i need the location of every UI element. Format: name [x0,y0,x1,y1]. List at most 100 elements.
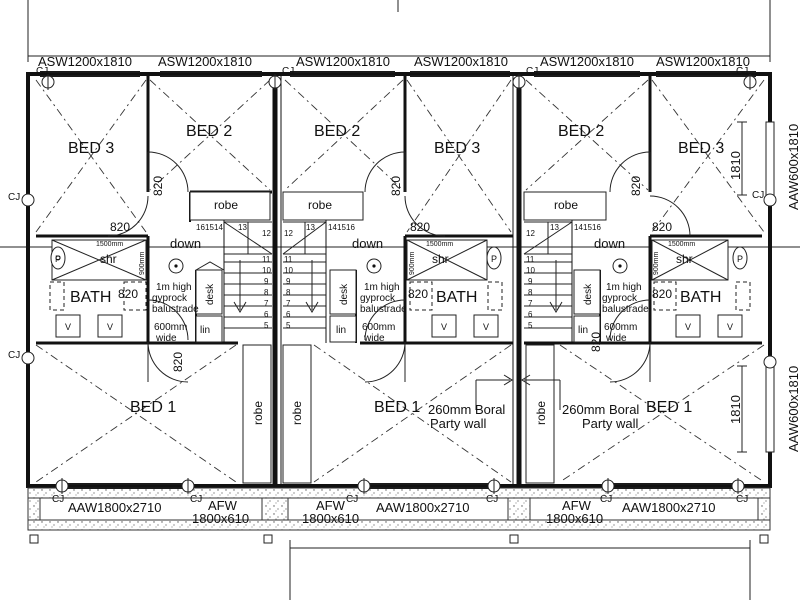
balustrade-note-line3: balustrade [152,304,199,315]
control-joint-icon [21,74,777,494]
front-slab [27,487,771,544]
cj-label: CJ [736,66,748,77]
label-robe: robe [554,198,578,212]
basin-icon: V [441,322,447,332]
ceiling-light-icon [612,258,628,274]
door-width-820: 820 [171,352,185,372]
stair-step-number: 15 [337,223,346,232]
label-robe: robe [534,401,548,425]
stair-middle [282,221,357,343]
window-label-afw-size: 1800x610 [302,511,359,526]
unit-middle [282,71,513,489]
room-label-bed1: BED 1 [374,399,420,416]
stair-step-number: 15 [583,223,592,232]
stair-step-number: 9 [286,277,291,286]
label-robe: robe [251,401,265,425]
basin-icon: V [727,322,733,332]
shower-size: 1500mm [426,241,453,248]
room-label-bed3: BED 3 [68,140,114,157]
door-width-820: 820 [589,332,603,352]
basin-icon: V [483,322,489,332]
cj-label: CJ [190,494,202,505]
party-wall-note-line2: Party wall [582,416,638,431]
room-label-bed2: BED 2 [186,123,232,140]
cj-label: CJ [36,66,48,77]
basin-labels: V V V V V V P P P [55,254,743,332]
desk-width-note-line2: wide [605,333,627,344]
cj-label: CJ [52,494,64,505]
stair-step-number: 6 [286,310,291,319]
label-robe: robe [214,198,238,212]
window-label-afw-size: 1800x610 [546,511,603,526]
label-lin: lin [578,325,588,336]
room-label-bath: BATH [680,289,721,306]
dimension-labels: 1810 1810 [728,151,743,424]
label-desk: desk [339,283,350,305]
window-label-aaw-front: AAW1800x2710 [68,500,161,515]
stair-step-number: 7 [528,299,533,308]
window-marks [290,71,510,489]
window-marks [534,71,756,489]
stair-step-number: 7 [264,299,269,308]
label-down: down [352,236,383,251]
room-label-bed2: BED 2 [314,123,360,140]
door-width-820: 820 [389,176,403,196]
stair-step-number: 8 [264,288,269,297]
cj-labels: CJ CJ CJ CJ CJ CJ CJ CJ CJ CJ CJ CJ CJ [8,66,764,505]
window-label-asw: ASW1200x1810 [414,54,508,69]
unit-left [35,71,273,489]
balustrade-note-line2: gyprock [360,293,396,304]
window-label-asw: ASW1200x1810 [656,54,750,69]
desk-width-note-line2: wide [363,333,385,344]
room-label-bath: BATH [70,289,111,306]
stair-step-number: 14 [328,223,337,232]
shower-size: 1500mm [96,241,123,248]
door-width-820: 820 [118,287,138,301]
label-lin: lin [336,325,346,336]
cj-label: CJ [736,494,748,505]
door-width-820: 820 [110,220,130,234]
room-label-bed1: BED 1 [646,399,692,416]
stair-step-number: 15 [205,223,214,232]
shower-size: 1500mm [668,241,695,248]
ceiling-light-icon [168,258,184,274]
desk-width-note-line1: 600mm [362,322,395,333]
cj-label: CJ [600,494,612,505]
label-shr: shr [100,252,117,266]
window-label-afw: AFW [562,498,592,513]
door-width-820: 820 [408,287,428,301]
door-width-820: 820 [652,287,672,301]
stair-step-number: 13 [238,223,247,232]
balustrade-note-line3: balustrade [360,304,407,315]
window-label-afw-size: 1800x610 [192,511,249,526]
window-label-aaw-front: AAW1800x2710 [622,500,715,515]
window-labels: ASW1200x1810 ASW1200x1810 ASW1200x1810 A… [38,54,800,526]
party-wall-note-line1: 260mm Boral [428,402,505,417]
fixture-labels: robe robe robe robe robe robe down down … [100,198,693,425]
label-shr: shr [676,252,693,266]
room-label-bed2: BED 2 [558,123,604,140]
stair-step-number: 6 [264,310,269,319]
party-wall-note-line1: 260mm Boral [562,402,639,417]
label-down: down [594,236,625,251]
dimension-1810: 1810 [728,151,743,180]
door-swing [147,151,189,193]
cj-label: CJ [8,350,20,361]
stair-step-number: 6 [528,310,533,319]
window-label-aaw-side: AAW600x1810 [786,366,800,452]
label-shr: shr [432,252,449,266]
stair-step-number: 11 [526,255,535,264]
ceiling-light-icon [55,255,61,261]
dimension-1810: 1810 [728,395,743,424]
stair-step-number: 13 [306,223,315,232]
desk-width-note-line2: wide [155,333,177,344]
toilet-icon: P [55,254,61,264]
window-label-asw: ASW1200x1810 [38,54,132,69]
door-width-820: 820 [629,176,643,196]
stair-step-number: 10 [526,266,535,275]
stair-step-number: 9 [264,277,269,286]
stair-step-number: 8 [286,288,291,297]
window-marks [40,71,262,489]
window-label-asw: ASW1200x1810 [540,54,634,69]
